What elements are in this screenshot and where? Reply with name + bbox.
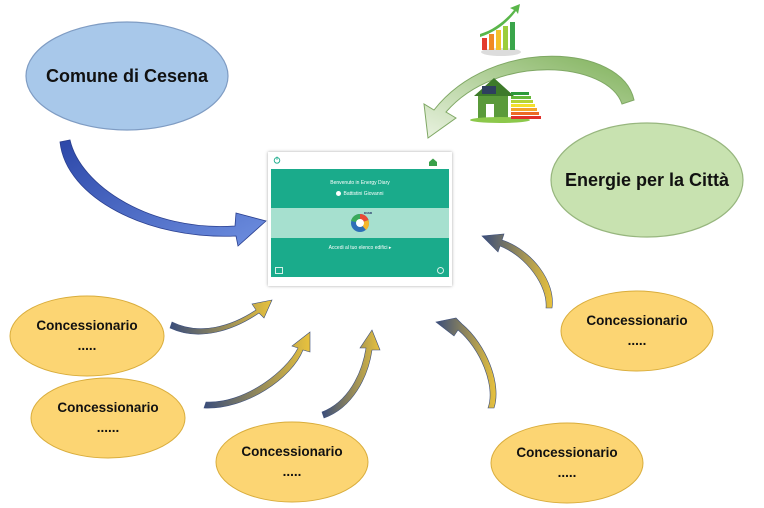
green-house-icon xyxy=(470,78,541,123)
gold-arrow xyxy=(169,299,273,335)
brand-logo: Energie per la Città xyxy=(420,153,446,174)
main-node-ellipse xyxy=(25,21,229,131)
user-name-text: Battistini Giovanni xyxy=(343,191,384,197)
app-welcome-panel: Benvenuto in Energy Diary Battistini Gio… xyxy=(271,169,449,277)
power-icon[interactable] xyxy=(273,156,281,164)
cta-link[interactable]: Accedi al tuo elenco edifici ▸ xyxy=(271,245,449,251)
app-footer xyxy=(271,279,449,284)
app-topbar: Energie per la Città xyxy=(268,152,452,174)
energy-diary-logo-icon: DIARY xyxy=(351,211,372,232)
concessionario-ellipse xyxy=(9,295,165,377)
concessionario-label: Concessionario ..... xyxy=(217,440,367,484)
gold-arrows xyxy=(169,233,553,419)
info-icon[interactable] xyxy=(437,267,444,274)
concessionario-title: Concessionario xyxy=(586,313,688,329)
partner-node-label: Energie per la Città xyxy=(552,164,742,196)
concessionario-dots: ..... xyxy=(77,338,97,353)
gold-arrow xyxy=(203,331,311,409)
welcome-text: Benvenuto in Energy Diary xyxy=(330,180,390,186)
concessionario-title: Concessionario xyxy=(57,400,159,416)
blue-arrow xyxy=(59,139,267,247)
growth-chart-icon xyxy=(480,4,521,56)
concessionario-title: Concessionario xyxy=(36,318,138,334)
svg-text:DIARY: DIARY xyxy=(364,211,372,215)
gold-arrow xyxy=(481,233,553,309)
concessionario-dots: ...... xyxy=(96,420,120,435)
concessionario-ellipse xyxy=(30,377,186,459)
app-screenshot: Energie per la Città Benvenuto in Energy… xyxy=(268,152,452,286)
concessionario-label: Concessionario ..... xyxy=(492,441,642,485)
footer-left-icon[interactable] xyxy=(275,267,283,274)
user-name: Battistini Giovanni xyxy=(271,191,449,197)
concessionario-dots: ..... xyxy=(282,464,302,479)
gold-arrow xyxy=(435,317,497,409)
concessionario-title: Concessionario xyxy=(516,445,618,461)
main-node-label: Comune di Cesena xyxy=(30,60,224,92)
concessionario-ellipse xyxy=(490,422,644,504)
concessionario-label: Concessionario ..... xyxy=(12,314,162,358)
concessionario-dots: ..... xyxy=(627,333,647,348)
concessionario-label: Concessionario ..... xyxy=(562,309,712,353)
concessionario-dots: ..... xyxy=(557,465,577,480)
partner-node-ellipse xyxy=(550,122,744,238)
concessionario-ellipse xyxy=(215,421,369,503)
concessionario-title: Concessionario xyxy=(241,444,343,460)
green-arrow xyxy=(423,55,635,139)
gold-arrow xyxy=(321,329,381,419)
cta-text[interactable]: Accedi al tuo elenco edifici xyxy=(328,245,388,251)
brand-house-icon xyxy=(429,158,437,166)
main-node-text: Comune di Cesena xyxy=(45,65,209,86)
concessionario-label: Concessionario ...... xyxy=(33,396,183,440)
chevron-right-icon: ▸ xyxy=(388,245,392,251)
concessionario-ellipse xyxy=(560,290,714,372)
partner-node-text: Energie per la Città xyxy=(564,169,730,190)
user-icon xyxy=(336,191,342,197)
logo-band: DIARY xyxy=(271,208,449,238)
